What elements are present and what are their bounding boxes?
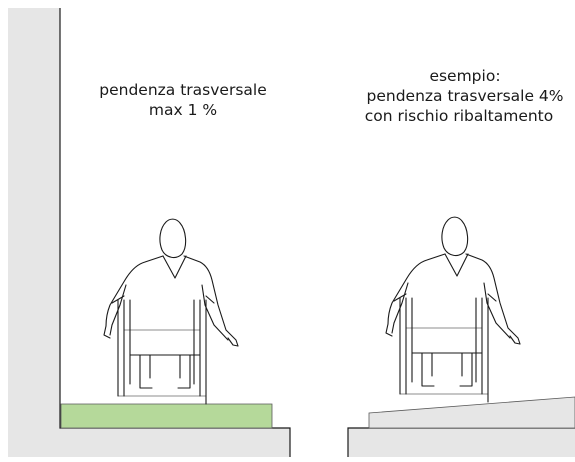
flat-slab-green (60, 403, 273, 429)
caption-right: esempio: pendenza trasversale 4% con ris… (350, 66, 575, 126)
wall (8, 8, 290, 457)
wheelchair-user-right (385, 216, 521, 403)
sloped-slab (368, 396, 575, 429)
wheelchair-user-left (103, 218, 239, 405)
caption-right-line3: con rischio ribaltamento (364, 107, 554, 125)
caption-left: pendenza trasversale max 1 % (78, 80, 288, 120)
caption-left-line1: pendenza trasversale (99, 81, 267, 99)
caption-left-line2: max 1 % (148, 101, 218, 119)
caption-right-line2: pendenza trasversale 4% (366, 87, 564, 105)
right-ground (348, 428, 575, 457)
caption-right-line1: esempio: (429, 67, 501, 85)
wall-outline (59, 8, 291, 457)
